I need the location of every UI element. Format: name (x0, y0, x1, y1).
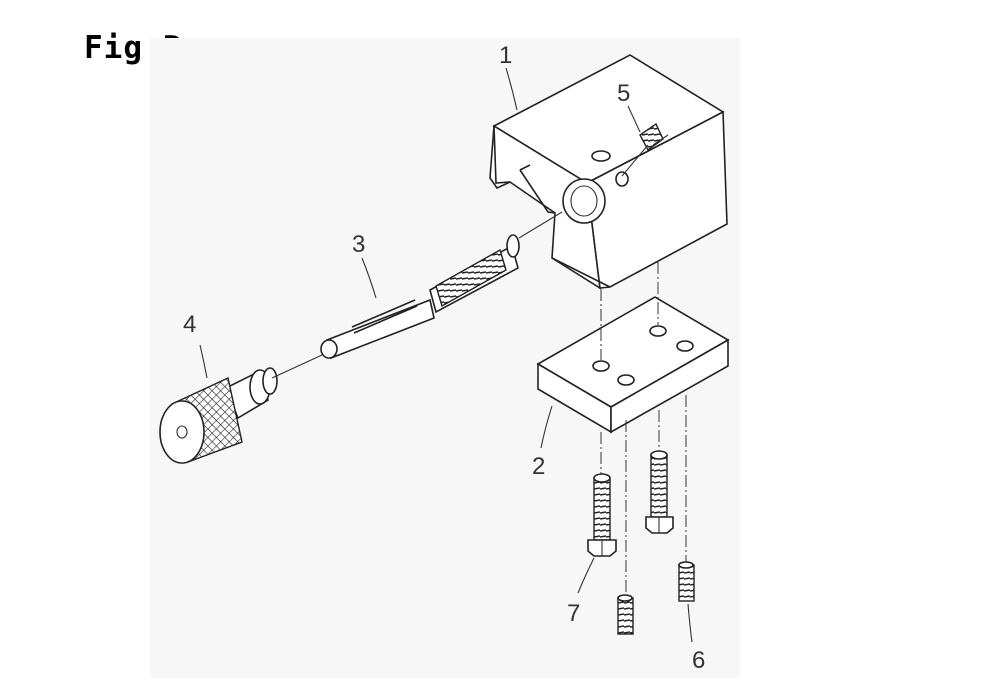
leader-lines (199, 67, 693, 643)
callout-5: 5 (617, 80, 630, 107)
center-lines (600, 262, 687, 598)
part-2-base-plate (536, 296, 730, 434)
part-6-screw-right (678, 561, 695, 602)
callout-1: 1 (499, 42, 512, 69)
part-3-shaft (320, 211, 563, 360)
callout-4: 4 (183, 311, 196, 338)
callout-7: 7 (567, 600, 580, 627)
callout-3: 3 (352, 231, 365, 258)
part-7-bolt-left (587, 473, 617, 557)
part-4-knob (159, 354, 323, 464)
part-1-block (489, 54, 728, 290)
part-7-bolt-right (645, 450, 674, 534)
part-6-screw-left (617, 594, 634, 635)
part-5-set-screw (621, 122, 669, 177)
callout-6: 6 (692, 647, 705, 674)
callout-2: 2 (532, 453, 545, 480)
